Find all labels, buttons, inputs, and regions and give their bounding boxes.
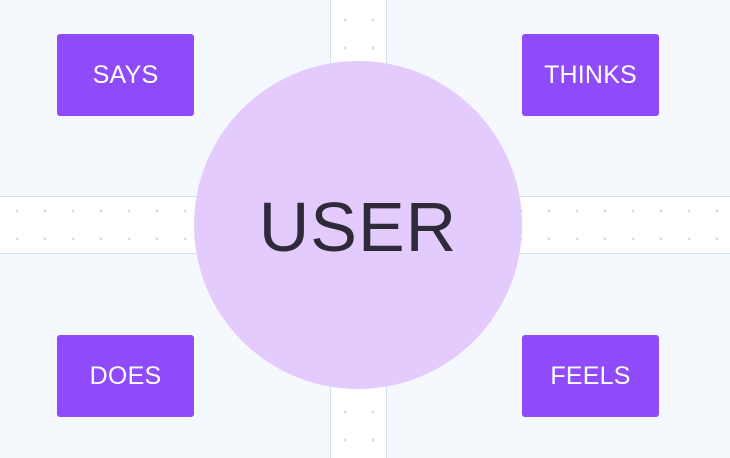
thinks-label: THINKS — [544, 60, 637, 89]
feels-label-box[interactable]: FEELS — [522, 335, 659, 417]
thinks-label-box[interactable]: THINKS — [522, 34, 659, 116]
user-circle[interactable]: USER — [194, 61, 522, 389]
says-label-box[interactable]: SAYS — [57, 34, 194, 116]
says-label: SAYS — [92, 60, 159, 89]
feels-label: FEELS — [550, 361, 631, 390]
does-label: DOES — [89, 361, 162, 390]
does-label-box[interactable]: DOES — [57, 335, 194, 417]
user-label: USER — [258, 188, 458, 266]
